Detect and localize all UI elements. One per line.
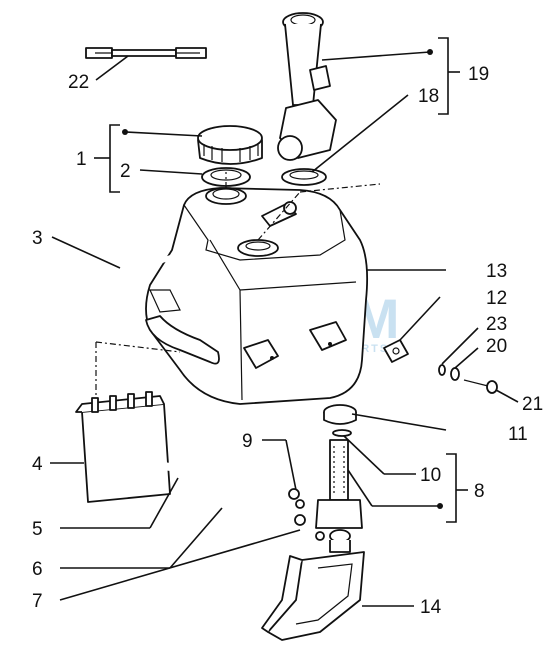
part-13-fuel-tank — [145, 187, 369, 405]
callout-22: 22 — [68, 72, 89, 93]
bracket-19 — [438, 37, 449, 115]
leader-23 — [441, 327, 479, 365]
callout-18: 18 — [418, 86, 439, 107]
part-22-connector — [85, 47, 207, 59]
callout-labels: 22 1 2 3 4 5 6 7 8 9 10 11 12 13 14 18 1… — [32, 64, 543, 618]
part-19-filler-neck — [277, 12, 337, 161]
callout-1: 1 — [76, 149, 87, 170]
part-8-fuel-tap — [315, 439, 363, 553]
bracket-1 — [109, 124, 120, 193]
callout-5: 5 — [32, 519, 43, 540]
callout-21: 21 — [522, 394, 543, 415]
part-9-hose-clamp — [288, 488, 305, 509]
callout-4: 4 — [32, 454, 43, 475]
part-18-seal — [281, 168, 327, 186]
callout-14: 14 — [420, 597, 442, 618]
part-14-bracket — [261, 551, 365, 641]
callout-7: 7 — [32, 591, 43, 612]
bracket-8 — [446, 453, 457, 523]
part-6-fuel-hose — [198, 492, 300, 524]
leader-21 — [495, 389, 519, 403]
leader-7 — [59, 529, 301, 601]
part-10-o-ring — [332, 429, 352, 437]
callout-3: 3 — [32, 228, 43, 249]
leader-6b — [169, 507, 223, 569]
leader-19 — [321, 51, 431, 61]
callout-20: 20 — [486, 336, 507, 357]
part-11-tap-nut — [323, 404, 357, 425]
alignment-lines — [95, 172, 381, 398]
dot-8 — [437, 503, 443, 509]
part-7-hose-clamp — [294, 514, 325, 541]
callout-2: 2 — [120, 161, 131, 182]
part-3-breather-hose — [11, 249, 189, 313]
leader-8a — [347, 469, 373, 507]
leader-2 — [139, 169, 203, 175]
leader-10a — [343, 435, 385, 475]
leader-9b — [285, 439, 297, 491]
part-23-washer — [438, 364, 446, 376]
part-5-fuel-hose — [158, 462, 296, 498]
callout-8: 8 — [474, 481, 485, 502]
callout-6: 6 — [32, 559, 43, 580]
callout-11: 11 — [508, 424, 528, 445]
leader-1 — [124, 131, 203, 137]
leader-3 — [51, 236, 121, 269]
callout-10: 10 — [420, 465, 441, 486]
leader-12 — [399, 296, 441, 341]
callout-13: 13 — [486, 261, 507, 282]
callout-19: 19 — [468, 64, 489, 85]
leader-22 — [95, 55, 129, 81]
callout-23: 23 — [486, 314, 507, 335]
callout-12: 12 — [486, 288, 507, 309]
leader-20 — [454, 347, 479, 369]
leader-5b — [149, 477, 179, 529]
part-12-clip-nut — [383, 339, 409, 363]
part-4-level-sensor — [75, 391, 171, 503]
callout-9: 9 — [242, 431, 253, 452]
leader-11 — [351, 413, 447, 431]
part-21-screw — [463, 379, 498, 394]
part-1-tank-cap — [197, 125, 263, 165]
leader-18 — [311, 94, 409, 173]
part-20-washer — [450, 367, 460, 381]
